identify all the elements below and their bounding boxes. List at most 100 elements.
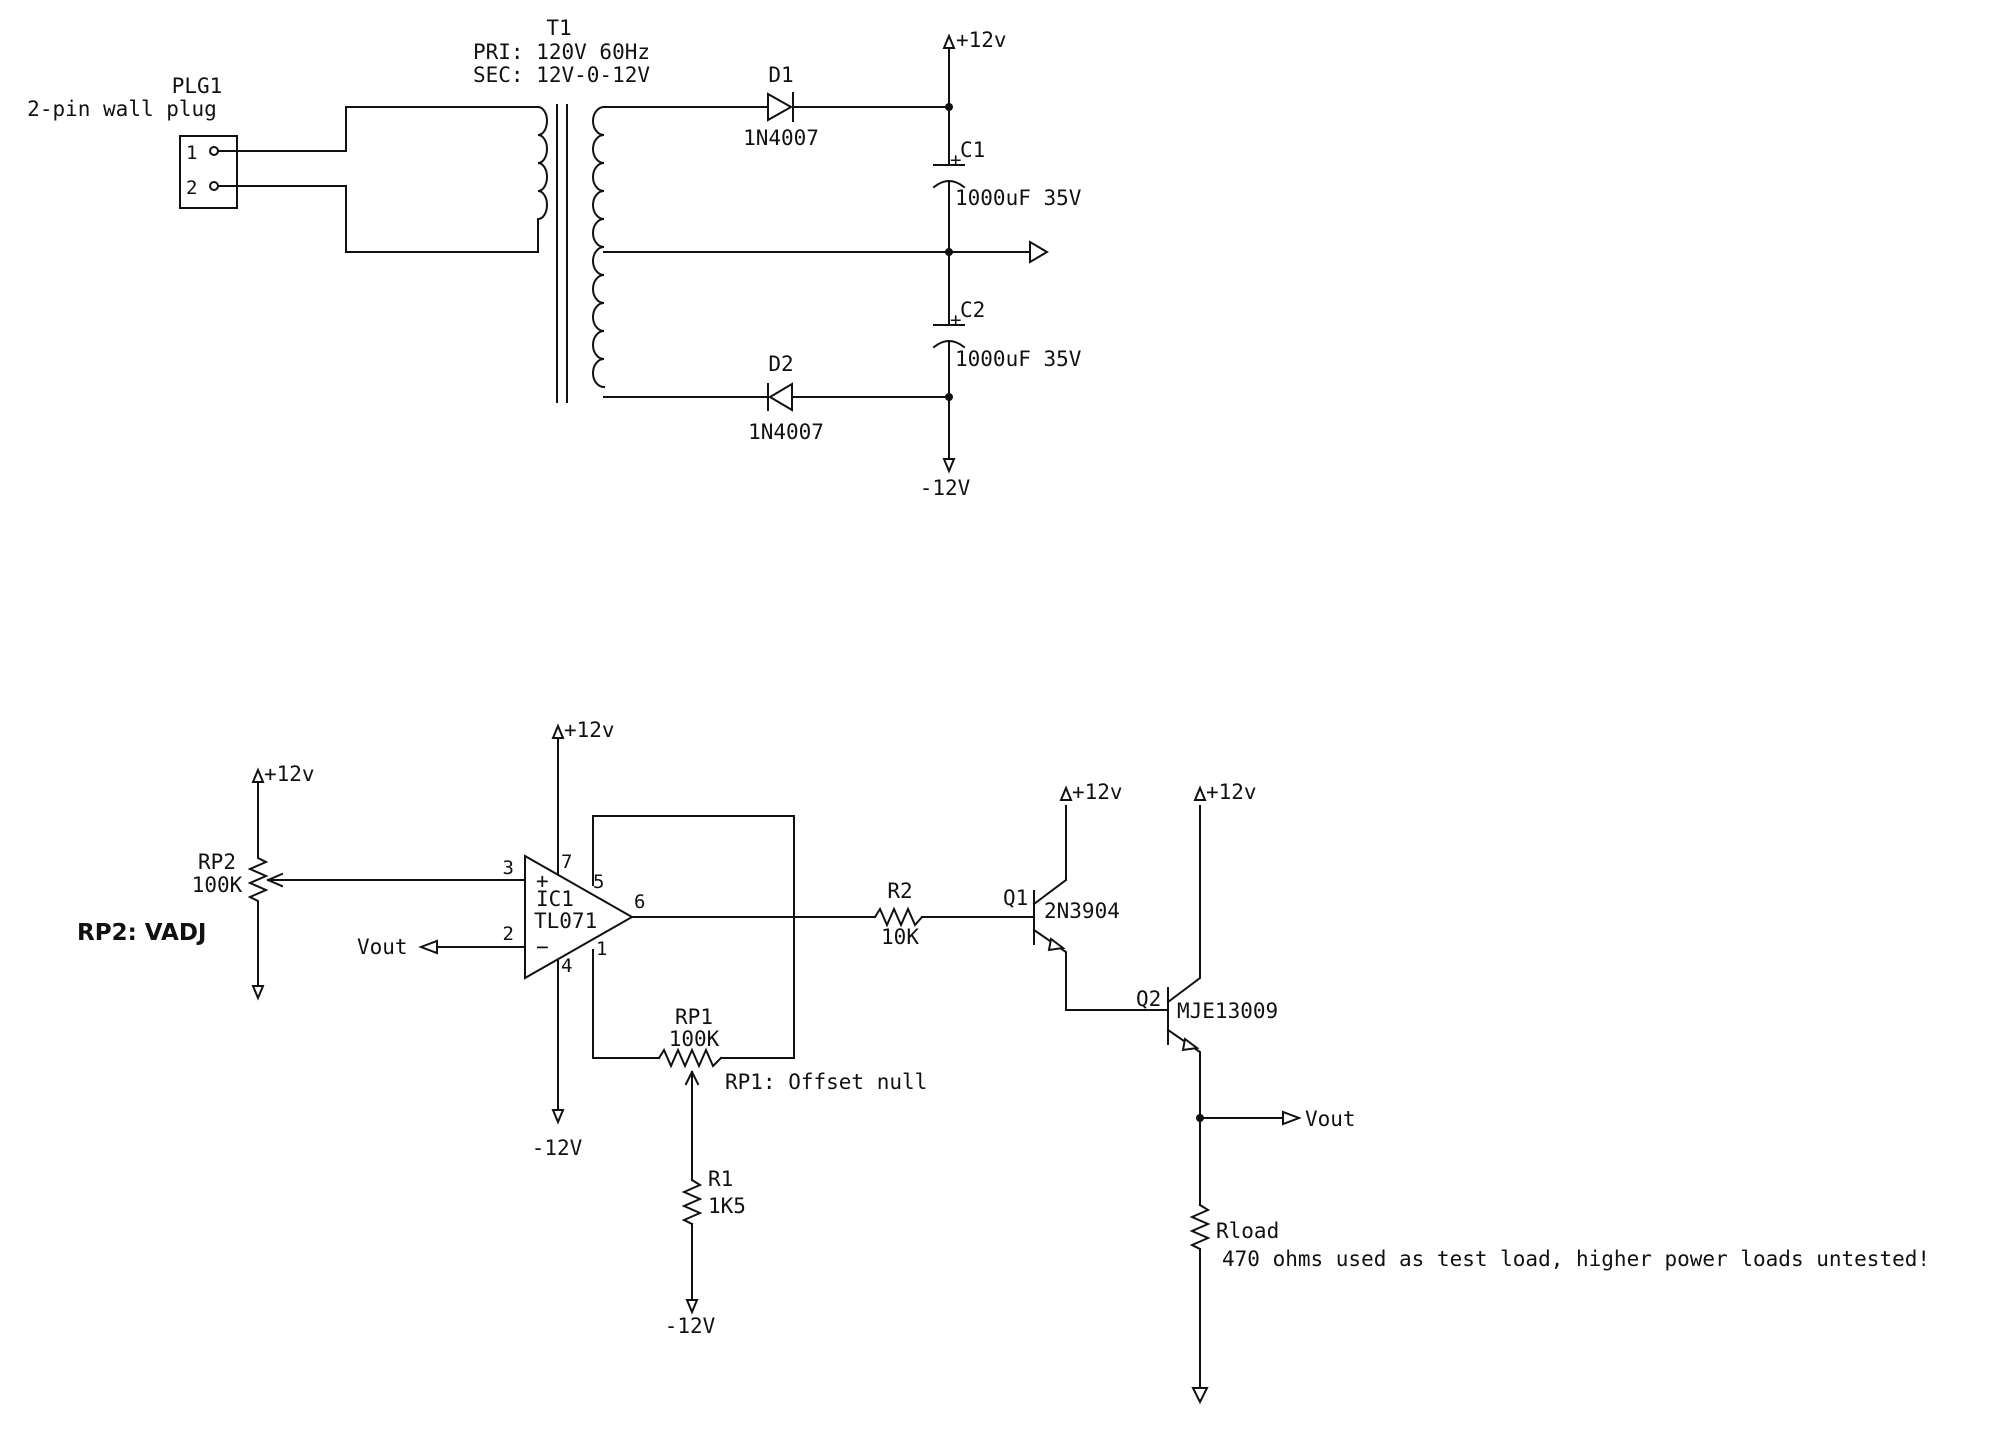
rp2-supply-label: +12v <box>264 762 315 786</box>
plug-desc-label: 2-pin wall plug <box>27 97 217 121</box>
opamp-v-neg-arrow <box>551 1109 565 1125</box>
plug-body <box>179 135 238 209</box>
plug-pin2-label: 2 <box>186 177 197 199</box>
rp2-ground-arrow <box>251 985 265 1001</box>
rail-pos-label: +12v <box>956 28 1007 52</box>
rload-note: 470 ohms used as test load, higher power… <box>1222 1247 1930 1271</box>
diode-d2-value: 1N4007 <box>748 420 824 444</box>
q2-collector <box>1166 805 1201 1004</box>
q1-emitter-arrow <box>1047 937 1066 952</box>
primary-wire-top <box>217 106 531 152</box>
q1-collector <box>1032 805 1067 906</box>
opamp-minus-sign: − <box>536 935 549 959</box>
capacitor-c2-ref: C2 <box>960 298 985 322</box>
diode-d1-value: 1N4007 <box>743 126 819 150</box>
diode-d1-ref: D1 <box>768 63 793 87</box>
transformer-ref-label: T1 <box>546 16 571 40</box>
potentiometer-rp2: +12v RP2 100K <box>192 762 315 1001</box>
opamp-pin4: 4 <box>561 955 572 977</box>
q2-value: MJE13009 <box>1177 999 1278 1023</box>
r2-value: 10K <box>881 925 919 949</box>
opamp-v-pos-label: +12v <box>564 718 615 742</box>
plug-plg1: 1 2 PLG1 2-pin wall plug <box>27 74 238 209</box>
primary-wire-bottom <box>217 185 531 253</box>
plug-pin1-terminal <box>209 146 219 156</box>
diode-d2-ref: D2 <box>768 352 793 376</box>
rp1-body <box>657 1047 723 1069</box>
opamp-pin5: 5 <box>593 871 604 893</box>
rail-pos-arrow <box>942 33 956 49</box>
q2-emitter-arrow <box>1181 1037 1200 1052</box>
amplifier-section: +12v RP2 100K RP2: VADJ + − IC1 TL071 3 … <box>77 718 1930 1405</box>
resistor-r1: R1 1K5 <box>681 1167 746 1226</box>
vout-arrow <box>1282 1110 1302 1126</box>
q1-value: 2N3904 <box>1044 899 1120 923</box>
q2-supply-label: +12v <box>1206 780 1257 804</box>
opamp-plus-sign: + <box>536 869 549 893</box>
transformer-t1: T1 PRI: 120V 60Hz SEC: 12V-0-12V <box>473 16 650 403</box>
rload-ref: Rload <box>1216 1219 1279 1243</box>
resistor-rload: Rload 470 ohms used as test load, higher… <box>1189 1203 1930 1271</box>
plug-pin2-terminal <box>209 181 219 191</box>
r1-body <box>681 1178 703 1226</box>
capacitor-c1-plus: + <box>950 149 961 171</box>
offset-null-wire-right <box>592 815 795 1059</box>
opamp-pin1: 1 <box>596 938 607 960</box>
capacitor-c1-ref: C1 <box>960 138 985 162</box>
opamp-ic1: + − IC1 TL071 3 2 7 4 5 1 6 <box>503 851 645 980</box>
transistor-q2: +12v Q2 MJE13009 <box>1136 780 1278 1206</box>
rail-neg-label: -12V <box>920 476 971 500</box>
potentiometer-rp1: RP1 100K <box>657 1005 723 1086</box>
opamp-pin6: 6 <box>634 891 645 913</box>
opamp-pin7: 7 <box>561 851 572 873</box>
rload-ground-arrow <box>1191 1387 1209 1405</box>
r1-v-neg-label: -12V <box>665 1314 716 1338</box>
q2-supply-arrow <box>1193 785 1207 801</box>
capacitor-c2-value: 1000uF 35V <box>955 347 1082 371</box>
opamp-v-pos-arrow <box>551 723 565 739</box>
rp2-adjust-note: RP2: VADJ <box>77 920 206 946</box>
transformer-secondary-label: SEC: 12V-0-12V <box>473 63 650 87</box>
opamp-ref: IC1 <box>536 887 574 911</box>
rail-neg-arrow <box>942 458 956 474</box>
vout-feedback-label: Vout <box>357 935 408 959</box>
plug-ref-label: PLG1 <box>172 74 223 98</box>
ground-reference-arrow <box>1029 240 1049 264</box>
q2-emitter-wire <box>1166 1028 1201 1206</box>
rload-body <box>1189 1203 1211 1251</box>
rp2-body <box>247 781 269 987</box>
opamp-ic1-body <box>524 854 635 980</box>
rp1-offset-note: RP1: Offset null <box>725 1070 927 1094</box>
vout-feedback-arrow <box>418 939 438 955</box>
q1-supply-label: +12v <box>1072 780 1123 804</box>
capacitor-c1-value: 1000uF 35V <box>955 186 1082 210</box>
plug-pin1-label: 1 <box>186 142 197 164</box>
diode-d1-body <box>767 92 794 122</box>
q2-ref: Q2 <box>1136 987 1161 1011</box>
transistor-q1: +12v Q1 2N3904 <box>1003 780 1169 1011</box>
r1-ref: R1 <box>708 1167 733 1191</box>
rp2-ref: RP2 <box>198 850 236 874</box>
r2-body <box>873 906 924 928</box>
r1-v-neg-arrow <box>685 1299 699 1315</box>
secondary-coil <box>592 105 606 389</box>
resistor-r2: R2 10K <box>873 879 924 949</box>
opamp-pin3: 3 <box>503 857 514 879</box>
opamp-pin2: 2 <box>503 923 514 945</box>
opamp-v-neg-label: -12V <box>532 1136 583 1160</box>
rp2-value: 100K <box>192 873 243 897</box>
r1-value: 1K5 <box>708 1194 746 1218</box>
capacitor-c1: + C1 1000uF 35V <box>932 138 1082 210</box>
q1-supply-arrow <box>1059 785 1073 801</box>
rp1-ref: RP1 <box>675 1005 713 1029</box>
vout-label: Vout <box>1305 1107 1356 1131</box>
rp1-value: 100K <box>669 1027 720 1051</box>
opamp-value: TL071 <box>534 909 597 933</box>
capacitor-c2: + C2 1000uF 35V <box>932 298 1082 371</box>
transformer-primary-label: PRI: 120V 60Hz <box>473 40 650 64</box>
rp2-supply-arrow <box>251 767 265 783</box>
capacitor-c2-plus: + <box>950 309 961 331</box>
diode-d2-body <box>768 382 793 412</box>
r2-ref: R2 <box>887 879 912 903</box>
